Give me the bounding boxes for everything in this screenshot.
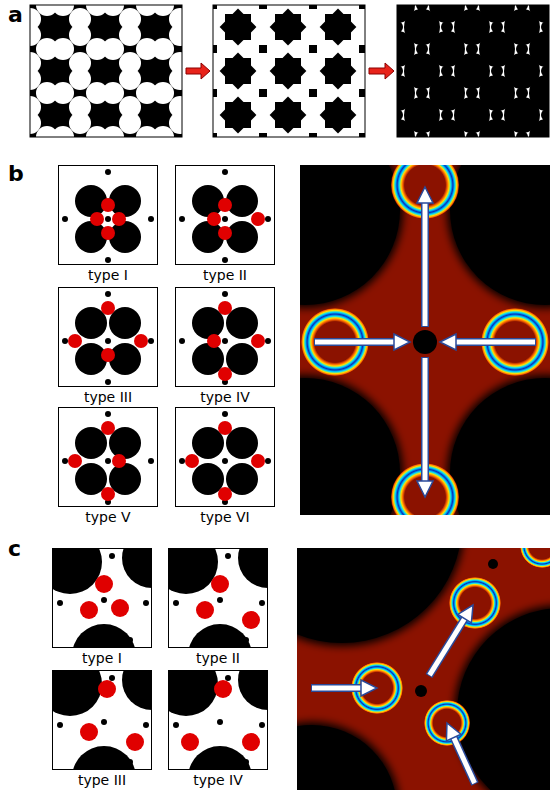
panel-letter: c xyxy=(8,537,21,561)
panel-letter: a xyxy=(8,3,23,27)
configuration-sketch xyxy=(168,670,268,770)
configuration-panel: type I xyxy=(50,548,154,666)
panel-caption: type II xyxy=(166,650,270,666)
configuration-sketch xyxy=(58,287,158,387)
panel-caption: type IV xyxy=(173,389,277,405)
field-map xyxy=(219,400,551,792)
panel-caption: type I xyxy=(50,650,154,666)
configuration-panel: type III xyxy=(50,670,154,788)
panel-caption: type III xyxy=(56,389,160,405)
configuration-sketch xyxy=(175,287,275,387)
configuration-sketch xyxy=(168,548,268,648)
transition-arrow xyxy=(186,63,210,79)
panel-caption: type III xyxy=(50,772,154,788)
transition-arrow xyxy=(369,63,394,79)
configuration-panel: type II xyxy=(166,548,270,666)
configuration-sketch xyxy=(52,670,152,770)
configuration-panel: type III xyxy=(56,287,160,405)
panel-caption: type I xyxy=(56,267,160,283)
configuration-panel: type IV xyxy=(166,670,270,788)
panel-caption: type II xyxy=(173,267,277,283)
configuration-sketch xyxy=(175,165,275,265)
panel-caption: type IV xyxy=(166,772,270,788)
configuration-panel: type II xyxy=(173,165,277,283)
configuration-sketch xyxy=(52,548,152,648)
configuration-panel: type VI xyxy=(173,407,277,525)
configuration-sketch xyxy=(175,407,275,507)
configuration-panel: type V xyxy=(56,407,160,525)
panel-caption: type V xyxy=(56,509,160,525)
configuration-panel: type I xyxy=(56,165,160,283)
configuration-sketch xyxy=(58,407,158,507)
panel-caption: type VI xyxy=(173,509,277,525)
configuration-panel: type IV xyxy=(173,287,277,405)
panel-letter: b xyxy=(8,162,24,186)
configuration-sketch xyxy=(58,165,158,265)
